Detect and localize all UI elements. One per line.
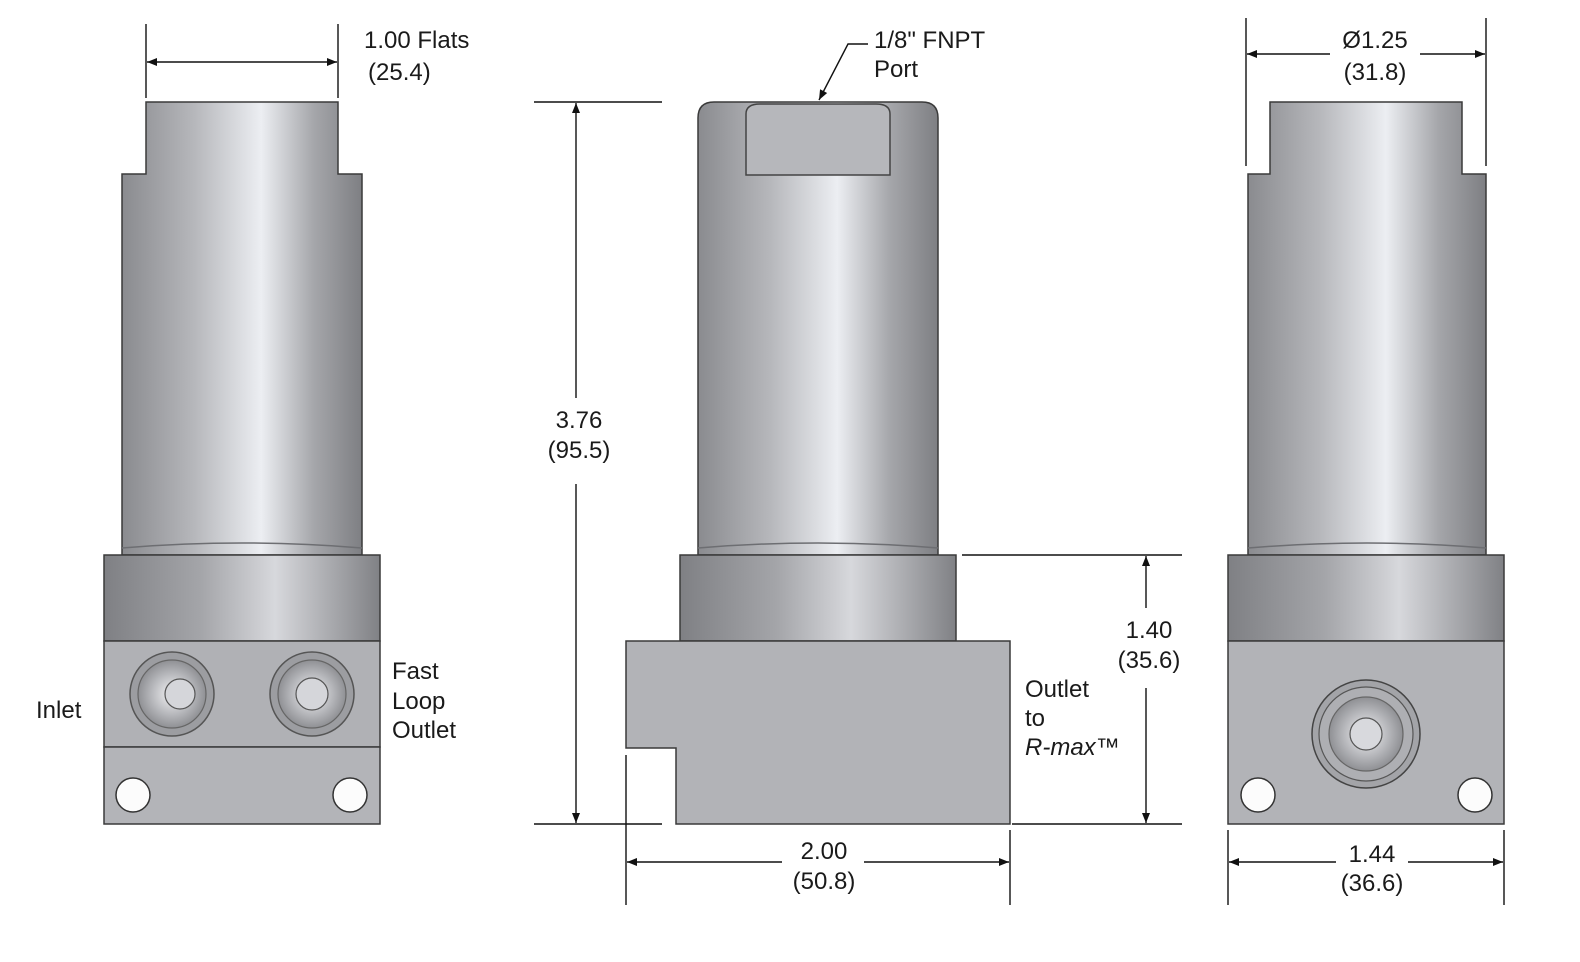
right-cylinder <box>1247 101 1487 556</box>
middle-cylinder <box>697 101 939 556</box>
height-dimension-mm: (95.5) <box>548 437 611 464</box>
outlet-label-1: Outlet <box>1025 676 1089 703</box>
flats-dimension-mm: (25.4) <box>368 59 431 86</box>
left-view: 1.00 Flats (25.4) Inlet Fast Loop Outlet <box>36 24 469 825</box>
middle-view: 1/8" FNPT Port 3.76 (95.5) 1.40 (35.6) 2… <box>534 27 1182 905</box>
width-dimension-mm: (50.8) <box>793 868 856 895</box>
middle-collar <box>679 554 957 642</box>
inlet-label: Inlet <box>36 697 82 724</box>
fast-loop-label-1: Fast <box>392 658 439 685</box>
right-mount-hole-right <box>1457 777 1493 813</box>
flats-dimension-in: 1.00 Flats <box>364 27 469 54</box>
port-flat <box>745 103 891 176</box>
diameter-dimension-in: Ø1.25 <box>1342 27 1407 54</box>
fast-loop-label-2: Loop <box>392 688 445 715</box>
base-height-dimension-mm: (35.6) <box>1118 647 1181 674</box>
left-base <box>103 746 381 825</box>
base-height-dimension-in: 1.40 <box>1126 617 1173 644</box>
side-width-dimension-in: 1.44 <box>1349 841 1396 868</box>
outlet-label-3: R-max™ <box>1025 734 1120 761</box>
outlet-fitting <box>1311 679 1421 789</box>
outlet-label-2: to <box>1025 705 1045 732</box>
port-leader <box>818 43 868 101</box>
right-collar <box>1227 554 1505 642</box>
middle-cylinder-seam <box>697 542 939 549</box>
width-dimension-in: 2.00 <box>801 838 848 865</box>
diameter-dimension-mm: (31.8) <box>1344 59 1407 86</box>
left-cylinder <box>121 101 363 556</box>
mount-hole-left <box>115 777 151 813</box>
height-dimension-in: 3.76 <box>556 407 603 434</box>
fast-loop-label-3: Outlet <box>392 717 456 744</box>
right-mount-hole-left <box>1240 777 1276 813</box>
right-cylinder-seam <box>1247 542 1487 549</box>
left-cylinder-seam <box>121 542 363 549</box>
port-label-2: Port <box>874 56 918 83</box>
mount-hole-right <box>332 777 368 813</box>
right-view: Ø1.25 (31.8) 1.44 (36.6) <box>1227 18 1505 905</box>
port-label-1: 1/8" FNPT <box>874 27 986 54</box>
inlet-fitting <box>129 651 215 737</box>
middle-block <box>625 640 1011 825</box>
side-width-dimension-mm: (36.6) <box>1341 870 1404 897</box>
fast-loop-fitting <box>269 651 355 737</box>
left-collar <box>103 554 381 642</box>
